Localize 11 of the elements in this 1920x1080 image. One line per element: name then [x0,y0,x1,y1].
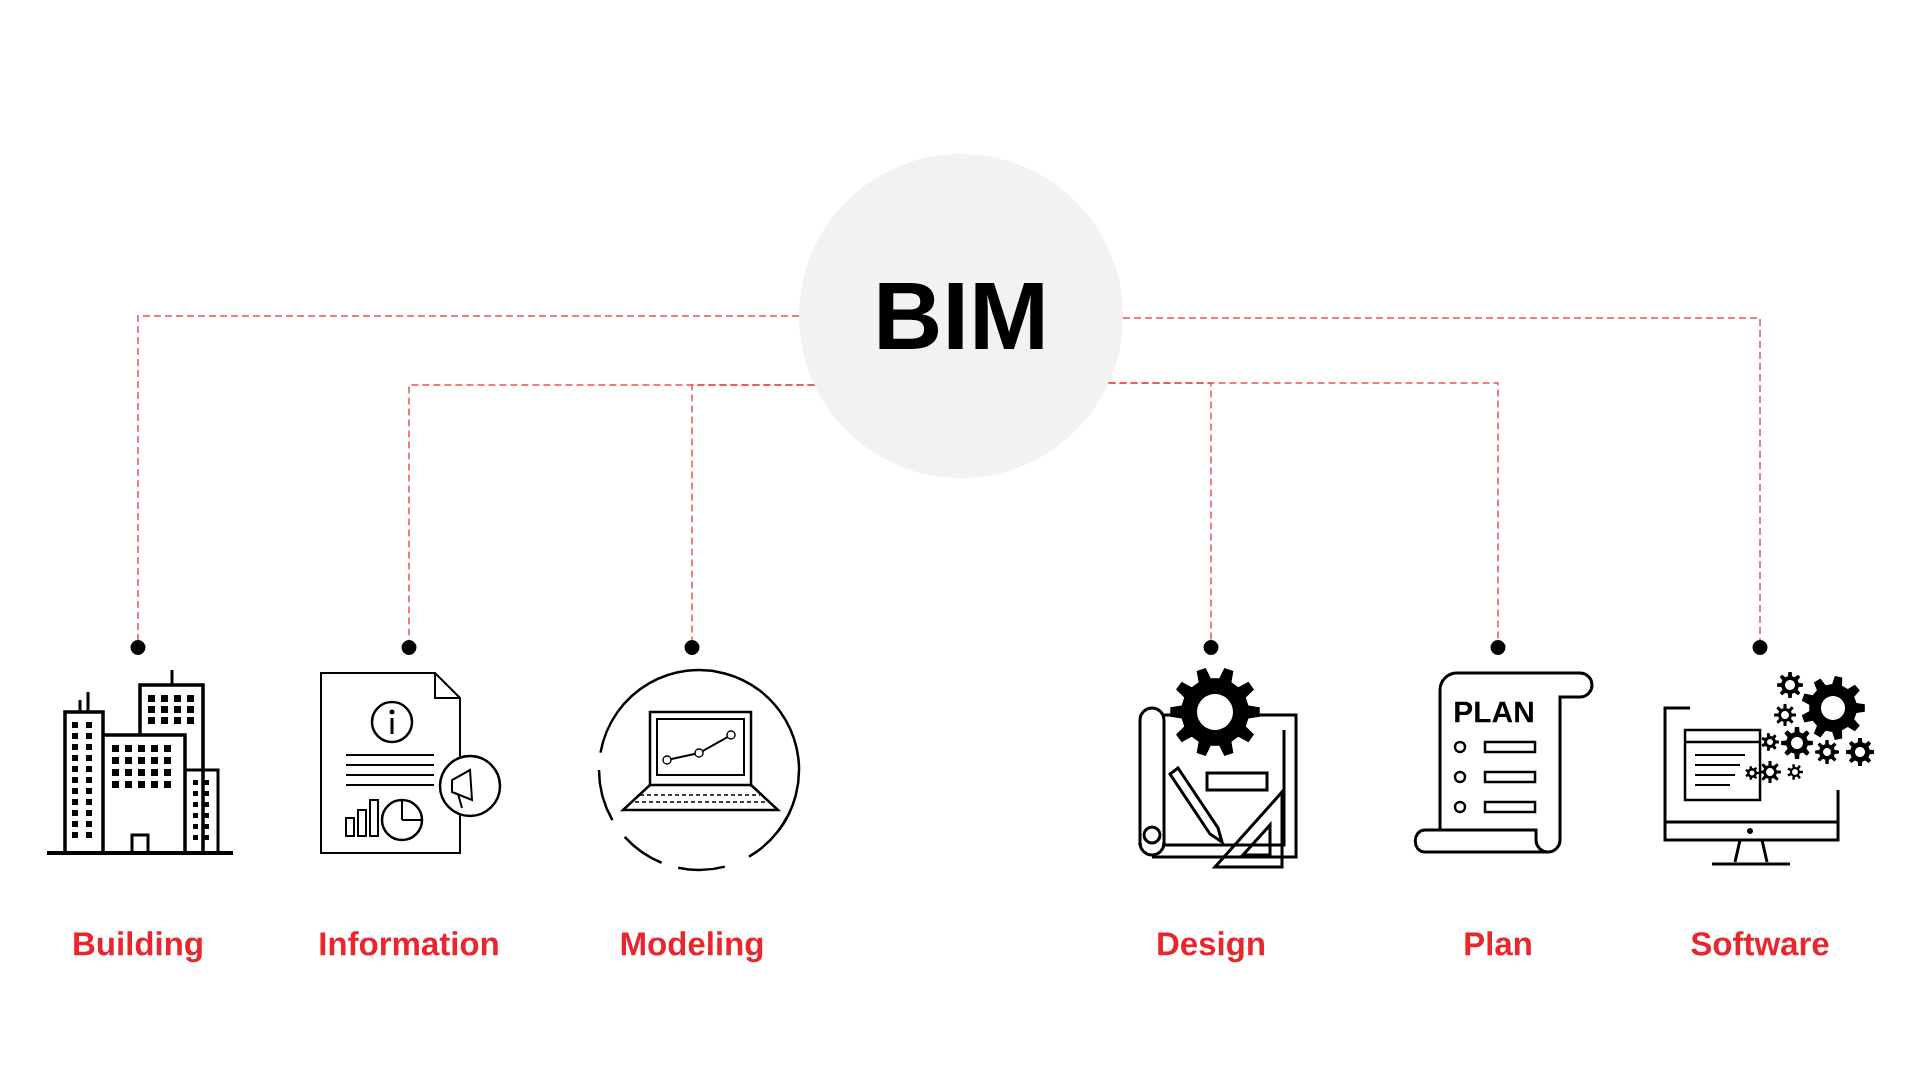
category-label: Modeling [621,931,763,963]
connector [130,315,800,655]
category-label: Information [320,931,498,956]
connector [684,384,816,655]
connector [1107,382,1506,655]
category-label: Design [1158,931,1264,963]
category-label: Plan [1465,931,1531,956]
scroll-heading: PLAN [1455,701,1533,723]
category-label: Building [74,931,202,963]
category-label: Software [1691,931,1829,956]
connector [1122,317,1768,655]
